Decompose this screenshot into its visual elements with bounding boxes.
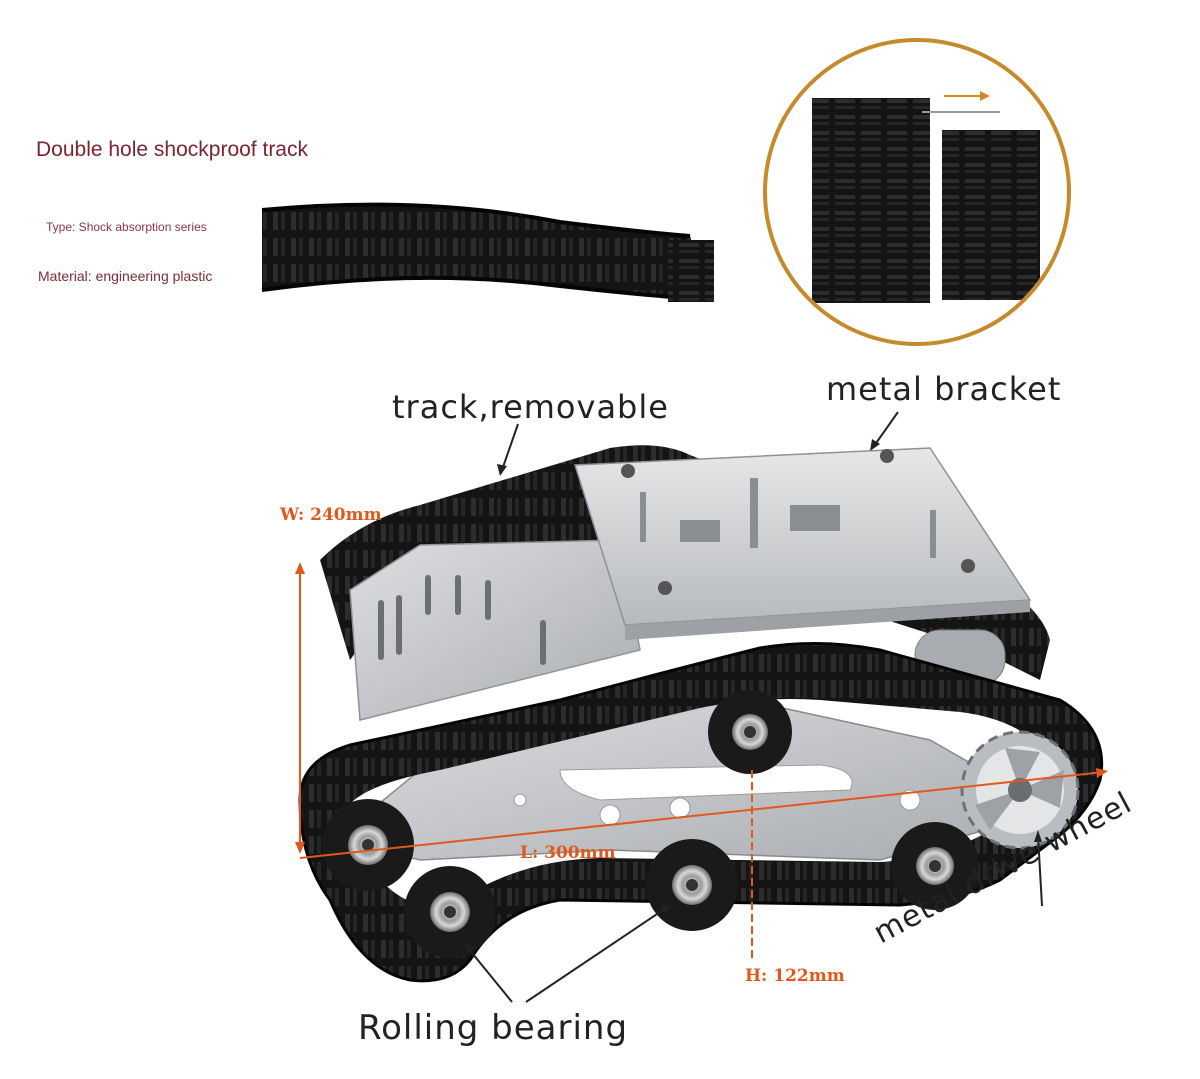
dimension-lines — [295, 562, 1108, 960]
drive-wheel-icon — [960, 730, 1080, 850]
type-spec: Type: Shock absorption series — [46, 220, 207, 234]
track-detail-inset — [763, 38, 1071, 346]
track-sample-image — [261, 202, 714, 302]
callout-arrows — [464, 411, 1043, 1003]
bearing-wheel-icon — [708, 690, 792, 774]
height-dimension: H: 122mm — [745, 966, 845, 986]
bearing-wheel-icon — [322, 799, 414, 891]
bearing-wheel-icon — [404, 866, 496, 958]
tank-chassis-image — [298, 445, 1104, 983]
length-dimension: L: 300mm — [520, 843, 616, 863]
product-title: Double hole shockproof track — [36, 138, 308, 161]
bearing-callout-label: Rolling bearing — [358, 1008, 629, 1048]
bearing-wheel-icon — [646, 839, 738, 931]
track-callout-label: track,removable — [392, 388, 669, 426]
bearing-wheel-icon — [891, 822, 979, 910]
bracket-callout-label: metal bracket — [826, 370, 1062, 408]
width-dimension: W: 240mm — [280, 505, 382, 525]
arrow-right-icon — [944, 91, 990, 101]
material-spec: Material: engineering plastic — [38, 268, 213, 284]
